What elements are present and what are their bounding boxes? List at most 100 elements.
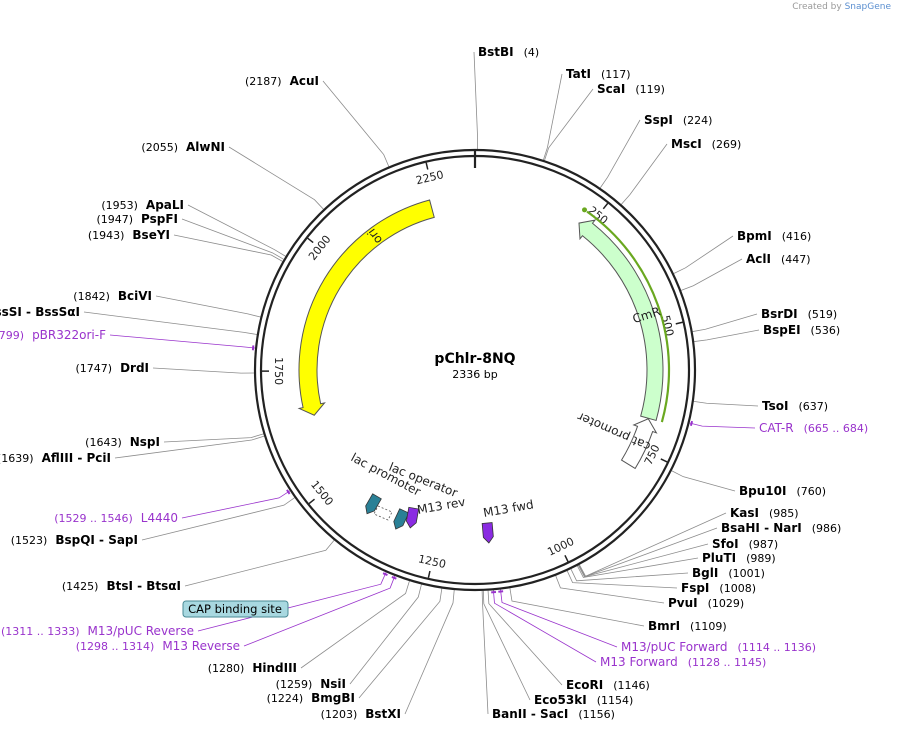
site-pbr322ori-f[interactable]: (1780 .. 1799)pBR322ori-F (0, 328, 106, 342)
site-position: (987) (749, 538, 779, 551)
site-sspi[interactable]: SspI(224) (644, 113, 712, 127)
site-position: (1008) (719, 582, 756, 595)
feature-ori[interactable] (297, 199, 435, 416)
site-name: BstBI (478, 45, 514, 59)
feature-cat-promoter[interactable] (620, 418, 658, 470)
tick-label: 1750 (272, 357, 285, 385)
site-m13-reverse[interactable]: (1298 .. 1314)M13 Reverse (76, 639, 240, 653)
site-msci[interactable]: MscI(269) (671, 137, 741, 151)
leader-line (482, 590, 531, 701)
site-bcivi[interactable]: (1842)BciVI (73, 289, 152, 303)
site-bpmi[interactable]: BpmI(416) (737, 229, 811, 243)
svg-text:BglI(1001): BglI(1001) (692, 566, 765, 580)
site-nspi[interactable]: (1643)NspI (85, 435, 160, 449)
site-position: (2187) (245, 75, 282, 88)
leader-line (681, 258, 743, 291)
site-name: BtsI - BtsαI (106, 579, 181, 593)
small-feature-label: M13 fwd (482, 497, 535, 520)
site-position: (1639) (0, 452, 34, 465)
site-acli[interactable]: AclI(447) (746, 252, 811, 266)
site-cat-r[interactable]: CAT-R(665 .. 684) (759, 421, 868, 435)
svg-text:BspEI(536): BspEI(536) (763, 323, 840, 337)
site-pspfi[interactable]: (1947)PspFI (96, 212, 178, 226)
leader-line (473, 51, 478, 150)
feature-cmr[interactable] (578, 219, 664, 422)
svg-text:(1643)NspI: (1643)NspI (85, 435, 160, 449)
small-feature-lac-operator[interactable] (391, 508, 410, 531)
site-position: (1747) (75, 362, 112, 375)
plasmid-name: pChlr-8NQ (434, 351, 515, 367)
site-name: BspQI - SapI (55, 533, 138, 547)
site-nsii[interactable]: (1259)NsiI (276, 677, 346, 691)
site-ecori[interactable]: EcoRI(1146) (566, 678, 650, 692)
site-position: (1953) (101, 199, 138, 212)
site-apali[interactable]: (1953)ApaLI (101, 198, 184, 212)
site-position: (1146) (613, 679, 650, 692)
leader-line (322, 80, 390, 167)
small-feature-m13-fwd[interactable] (481, 522, 494, 544)
tick-mark (602, 202, 609, 210)
site-name: Eco53kI (534, 693, 587, 707)
site-kasi[interactable]: KasI(985) (730, 506, 799, 520)
site-bsssi-bsss-i[interactable]: (1812)BssSI - BssSαI (0, 305, 80, 319)
site-eco53ki[interactable]: Eco53kI (1154) (534, 693, 633, 707)
site-hindiii[interactable]: (1280)HindIII (208, 661, 297, 675)
leader-line (155, 295, 261, 318)
site-bsrdi[interactable]: BsrDI(519) (761, 307, 837, 321)
site-bseyi[interactable]: (1943)BseYI (88, 228, 170, 242)
site-drdi[interactable]: (1747)DrdI (75, 361, 149, 375)
leader-line (487, 590, 563, 686)
site-labels[interactable]: BstBI(4) TatI(117)ScaI(119) SspI(224) MscI(… (0, 45, 868, 721)
svg-text:(1298 .. 1314)M13 Reverse: (1298 .. 1314)M13 Reverse (76, 639, 240, 653)
svg-text:TsoI(637): TsoI(637) (762, 399, 828, 413)
site-bstxi[interactable]: (1203)BstXI (321, 707, 401, 721)
site-m13-puc-reverse[interactable]: (1311 .. 1333)M13/pUC Reverse (1, 624, 194, 638)
site-name: BsrDI (761, 307, 798, 321)
site-position: (1529 .. 1546) (54, 512, 133, 525)
site-bmgbi[interactable]: (1224)BmgBI (267, 691, 355, 705)
svg-text:(1523)BspQI - SapI: (1523)BspQI - SapI (11, 533, 138, 547)
small-feature-lac-promoter[interactable] (363, 493, 382, 516)
site-m13-forward[interactable]: M13 Forward(1128 .. 1145) (600, 655, 766, 669)
primer-mark (382, 572, 388, 577)
site-bmri[interactable]: BmrI(1109) (648, 619, 727, 633)
leader-line (673, 235, 734, 274)
leader-line (228, 146, 324, 210)
tick-label: 1250 (417, 552, 447, 571)
site-scai[interactable]: ScaI(119) (597, 82, 665, 96)
site-name: AlwNI (186, 140, 225, 154)
svg-text:EcoRI(1146): EcoRI(1146) (566, 678, 650, 692)
site-bsahi-nari[interactable]: BsaHI - NarI(986) (721, 521, 841, 535)
site-bspei[interactable]: BspEI(536) (763, 323, 840, 337)
leader-line (509, 588, 645, 627)
svg-text:(1425)BtsI - BtsαI: (1425)BtsI - BtsαI (62, 579, 181, 593)
site-name: L4440 (141, 511, 178, 525)
site-btsi-bts-i[interactable]: (1425)BtsI - BtsαI (62, 579, 181, 593)
site-acui[interactable]: (2187)AcuI (245, 74, 319, 88)
site-tati[interactable]: TatI(117) (566, 67, 631, 81)
site-tsoi[interactable]: TsoI(637) (762, 399, 828, 413)
site-pvui[interactable]: PvuI(1029) (668, 596, 744, 610)
svg-text:(2187)AcuI: (2187)AcuI (245, 74, 319, 88)
site-sfoi[interactable]: SfoI(987) (712, 537, 778, 551)
site-name: NspI (130, 435, 160, 449)
small-feature-label: M13 rev (416, 495, 466, 517)
cap-binding-site-box[interactable]: CAP binding site (182, 600, 289, 618)
site-alwni[interactable]: (2055)AlwNI (141, 140, 225, 154)
leader-line (544, 88, 594, 161)
site-fspi[interactable]: FspI(1008) (681, 581, 756, 595)
site-l4440[interactable]: (1529 .. 1546) L4440 (54, 511, 178, 525)
site-bspqi-sapi[interactable]: (1523)BspQI - SapI (11, 533, 138, 547)
site-banii-saci[interactable]: BanII - SacI(1156) (492, 707, 615, 721)
site-position: (760) (796, 485, 826, 498)
site-afliii-pcii[interactable]: (1639)AflIII - PciI (0, 451, 111, 465)
site-pluti[interactable]: PluTI(989) (702, 551, 776, 565)
site-name: BglI (692, 566, 718, 580)
small-feature-m13-rev[interactable] (405, 506, 420, 529)
site-m13-puc-forward[interactable]: M13/pUC Forward(1114 .. 1136) (621, 640, 816, 654)
site-bgli[interactable]: BglI(1001) (692, 566, 765, 580)
site-bstbi[interactable]: BstBI(4) (478, 45, 539, 59)
site-name: BmrI (648, 619, 680, 633)
site-bpu10i[interactable]: Bpu10I(760) (739, 484, 826, 498)
site-position: (1154) (597, 694, 634, 707)
